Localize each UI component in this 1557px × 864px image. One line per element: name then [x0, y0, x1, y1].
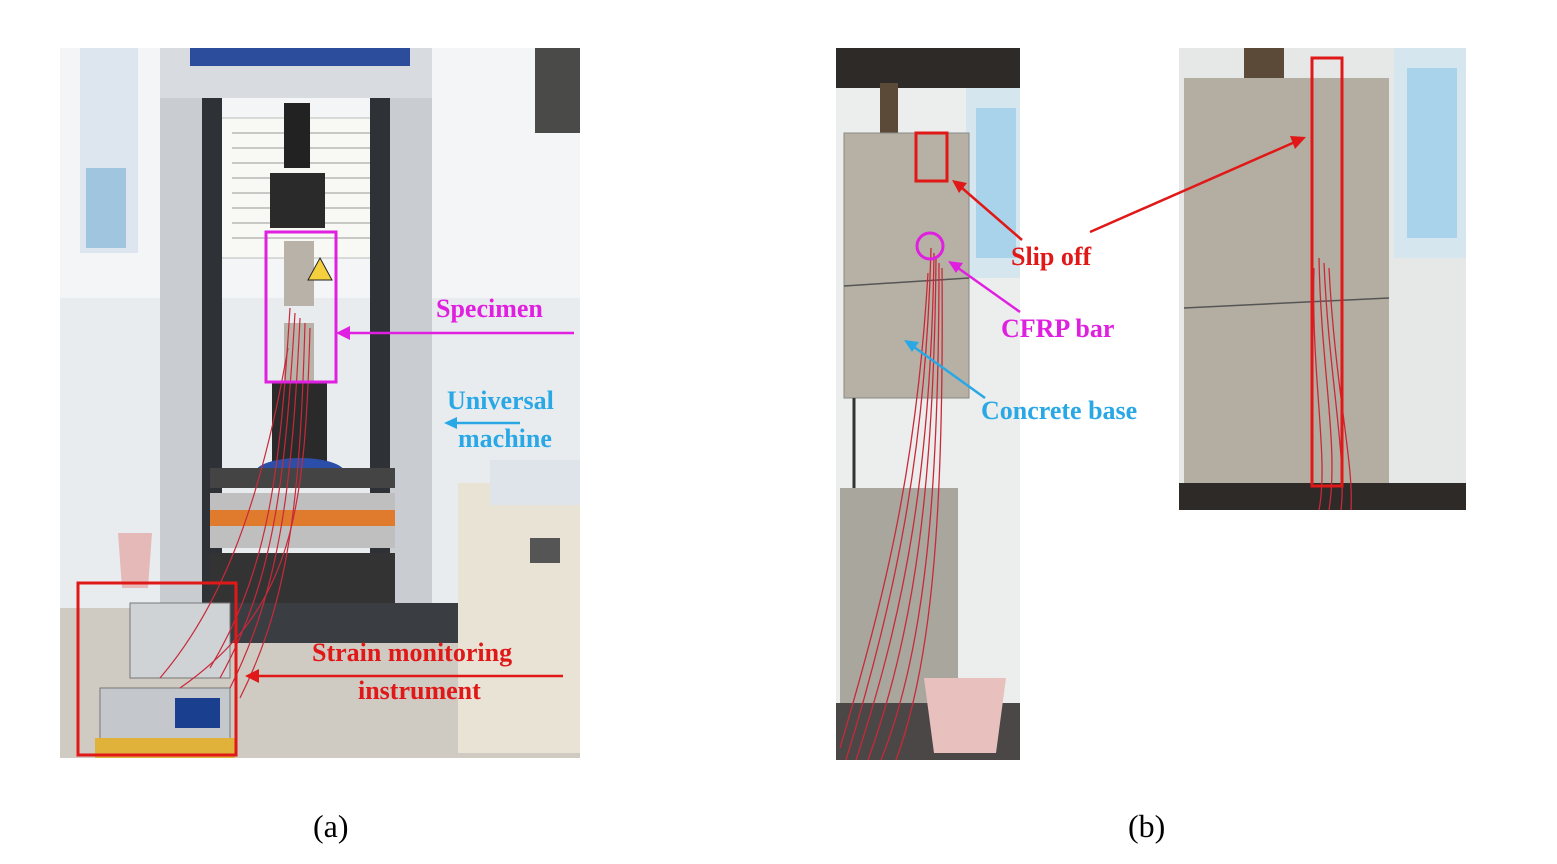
- universal-machine-label-line2: machine: [458, 424, 552, 453]
- caption-b: (b): [1128, 808, 1166, 844]
- specimen-label: Specimen: [436, 294, 543, 323]
- slip-off-label: Slip off: [1011, 242, 1092, 271]
- caption-a: (a): [313, 808, 349, 844]
- concrete-base-arrow: [913, 345, 986, 400]
- strain-instrument-label-line1: Strain monitoring: [312, 638, 513, 667]
- concrete-base-label: Concrete base: [981, 396, 1138, 425]
- photo-testing-machine: [60, 48, 580, 758]
- cfrp-bar-circle: [915, 231, 945, 261]
- slip-off-arrow-left: [961, 187, 1023, 241]
- instrument-box: [76, 581, 238, 757]
- slip-off-box-small: [914, 131, 949, 183]
- universal-machine-label-line1: Universal: [447, 386, 554, 415]
- cfrp-bar-arrow: [957, 266, 1021, 314]
- slip-off-box-tall: [1310, 56, 1344, 488]
- specimen-box: [264, 230, 338, 384]
- strain-instrument-label-line2: instrument: [358, 676, 481, 705]
- photo-specimen-closeup: [1179, 48, 1466, 510]
- cfrp-bar-label: CFRP bar: [1001, 314, 1115, 343]
- slip-off-arrow-right: [1089, 140, 1296, 234]
